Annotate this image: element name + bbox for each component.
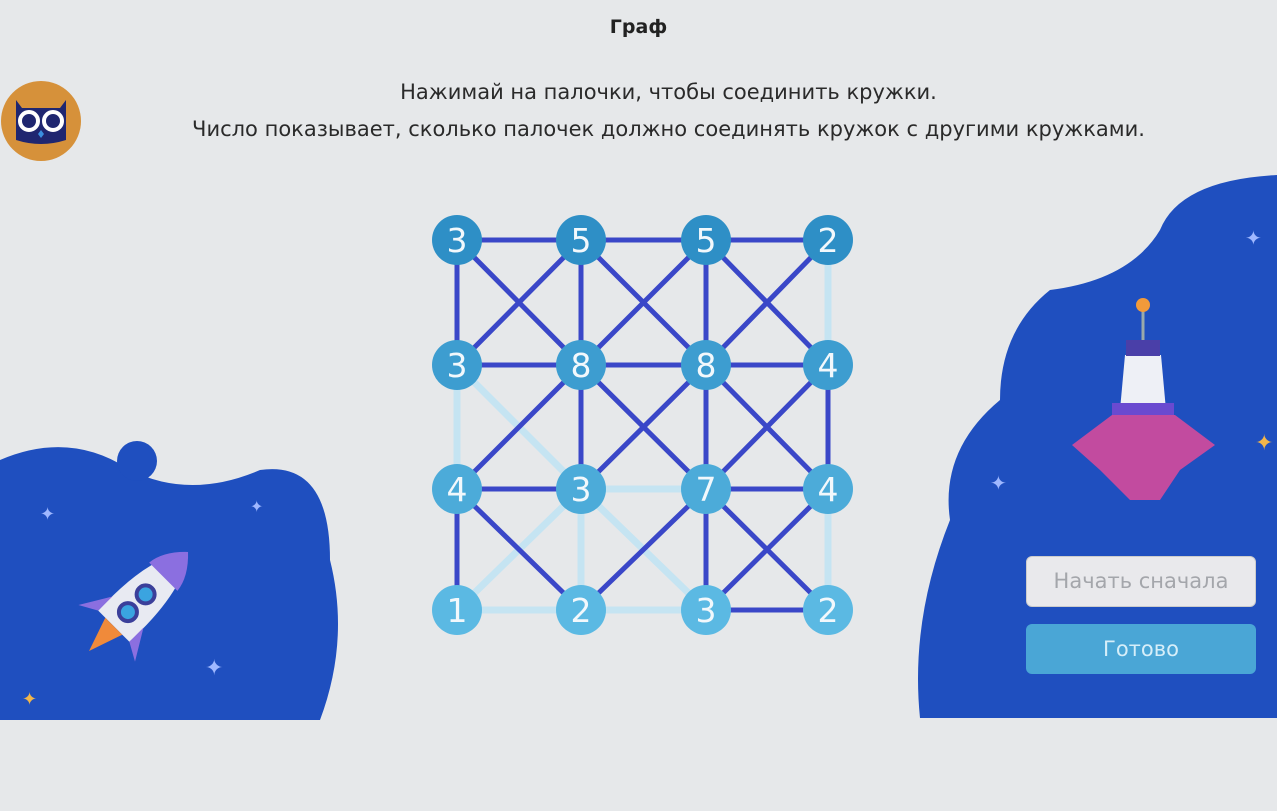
graph-node: 3 [432,215,482,265]
node-circle [681,585,731,635]
graph-node: 8 [681,340,731,390]
star-icon: ✦ [1255,431,1273,456]
node-degree-label: 8 [696,346,717,385]
node-degree-label: 2 [818,221,839,260]
star-icon: ✦ [1245,226,1262,250]
edge-active[interactable] [454,362,584,492]
node-circle [556,464,606,514]
node-circle [556,585,606,635]
page-title: Граф [609,16,668,38]
graph-node: 2 [803,215,853,265]
instruction-line-1: Нажимай на палочки, чтобы соединить круж… [400,80,937,104]
restart-button[interactable]: Начать сначала [1026,556,1256,607]
rocket-icon [78,551,189,662]
node-degree-label: 3 [571,470,592,509]
edge-active[interactable] [703,362,831,492]
lighthouse-island-icon [1072,298,1215,500]
edge-active[interactable] [454,486,584,613]
node-degree-label: 4 [818,470,839,509]
node-circle [681,215,731,265]
edge-active[interactable] [703,237,831,368]
star-icon: ✦ [205,656,223,681]
star-icon: ✦ [40,504,55,525]
node-degree-label: 2 [571,591,592,630]
graph-board: 3 5 5 2 3 8 8 4 4 3 7 4 1 2 3 2 [432,215,853,635]
edge-active[interactable] [454,237,584,368]
done-button[interactable]: Готово [1026,624,1256,674]
node-circle [803,215,853,265]
node-circle [803,340,853,390]
node-degree-label: 1 [447,591,468,630]
graph-node: 3 [432,340,482,390]
node-circle [681,340,731,390]
node-circle [556,340,606,390]
graph-node: 3 [556,464,606,514]
node-degree-label: 7 [696,470,717,509]
node-circle [432,464,482,514]
node-degree-label: 4 [818,346,839,385]
graph-node: 8 [556,340,606,390]
node-circle [432,215,482,265]
node-circle [432,340,482,390]
node-degree-label: 2 [818,591,839,630]
graph-node: 7 [681,464,731,514]
node-degree-label: 3 [447,346,468,385]
edge-active[interactable] [578,362,709,492]
edge-active[interactable] [578,486,709,613]
node-degree-label: 8 [571,346,592,385]
node-circle [681,464,731,514]
graph-node: 5 [556,215,606,265]
graph-node: 1 [432,585,482,635]
node-circle [432,585,482,635]
node-degree-label: 5 [696,221,717,260]
graph-node: 4 [803,340,853,390]
star-icon: ✦ [250,497,263,516]
edge-active[interactable] [578,237,709,368]
star-icon: ✦ [990,471,1007,495]
node-degree-label: 3 [696,591,717,630]
owl-avatar-icon [1,81,81,161]
node-degree-label: 4 [447,470,468,509]
graph-node: 5 [681,215,731,265]
node-degree-label: 3 [447,221,468,260]
node-circle [556,215,606,265]
instruction-line-2: Число показывает, сколько палочек должно… [192,117,1145,141]
graph-node: 4 [432,464,482,514]
planet-icon [117,441,157,481]
graph-node: 3 [681,585,731,635]
graph-node: 2 [803,585,853,635]
graph-node: 4 [803,464,853,514]
node-circle [803,464,853,514]
node-circle [803,585,853,635]
edge-active[interactable] [703,486,831,613]
star-icon: ✦ [22,689,37,710]
graph-node: 2 [556,585,606,635]
node-degree-label: 5 [571,221,592,260]
